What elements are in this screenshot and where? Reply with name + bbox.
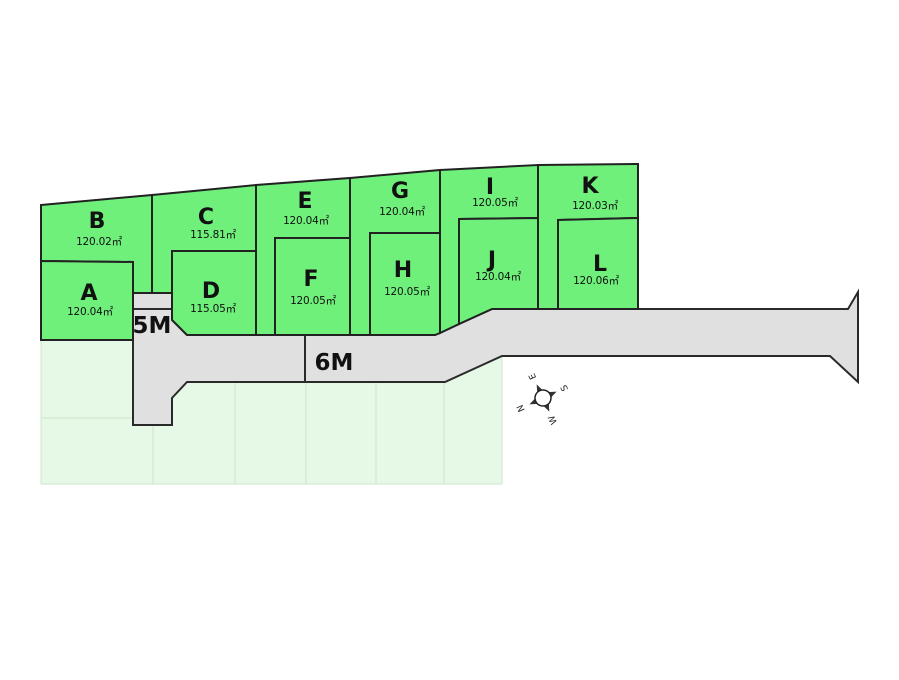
lot-b-area: 120.02㎡ bbox=[76, 236, 123, 248]
lot-g-area: 120.04㎡ bbox=[379, 206, 426, 218]
lot-labels: B 120.02㎡ A 120.04㎡ C 115.81㎡ D 115.05㎡ … bbox=[67, 174, 620, 318]
lot-c-letter: C bbox=[198, 205, 214, 230]
lot-i-area: 120.05㎡ bbox=[472, 197, 519, 209]
lot-f-letter: F bbox=[303, 267, 318, 292]
lot-h[interactable] bbox=[369, 232, 441, 336]
road-6m-label: 6M bbox=[315, 350, 354, 376]
lot-f-area: 120.05㎡ bbox=[290, 295, 337, 307]
lot-l-area: 120.06㎡ bbox=[573, 275, 620, 287]
lot-j-area: 120.04㎡ bbox=[475, 271, 522, 283]
compass-e-label: E bbox=[527, 371, 539, 381]
lot-l[interactable] bbox=[557, 216, 639, 310]
compass-n-label: N bbox=[516, 403, 528, 413]
lot-d-letter: D bbox=[202, 279, 220, 304]
lot-e-area: 120.04㎡ bbox=[283, 215, 330, 227]
lot-k-letter: K bbox=[581, 174, 599, 199]
lot-d-area: 115.05㎡ bbox=[190, 303, 237, 315]
compass-icon: N E S W bbox=[516, 371, 571, 426]
lot-g-letter: G bbox=[391, 179, 409, 204]
lot-h-letter: H bbox=[394, 258, 412, 283]
lot-a-area: 120.04㎡ bbox=[67, 306, 114, 318]
lots bbox=[40, 162, 639, 341]
lot-l-letter: L bbox=[593, 252, 607, 277]
lot-b-letter: B bbox=[89, 209, 106, 234]
lot-i-letter: I bbox=[486, 175, 494, 200]
lot-e-letter: E bbox=[297, 189, 312, 214]
lot-h-area: 120.05㎡ bbox=[384, 286, 431, 298]
compass-s-label: S bbox=[559, 383, 571, 393]
lot-j[interactable] bbox=[458, 216, 539, 326]
compass-w-label: W bbox=[547, 413, 560, 425]
lot-j-letter: J bbox=[486, 248, 496, 273]
lot-a[interactable] bbox=[40, 259, 134, 341]
lot-k-area: 120.03㎡ bbox=[572, 200, 619, 212]
road-5m-label: 5M bbox=[133, 313, 172, 339]
lot-c-area: 115.81㎡ bbox=[190, 229, 237, 241]
lot-d[interactable] bbox=[171, 250, 257, 336]
lot-a-letter: A bbox=[80, 281, 97, 306]
